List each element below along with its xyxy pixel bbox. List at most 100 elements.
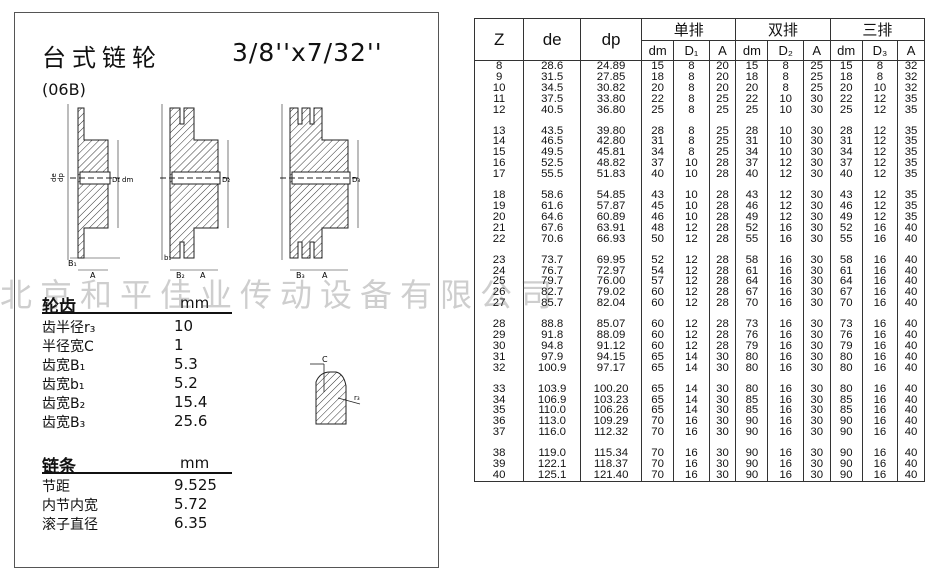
table-cell: 16 [861, 448, 899, 460]
label-de: de [50, 173, 58, 182]
table-cell: 30 [708, 469, 737, 482]
sprocket-row-value: 5.3 [174, 355, 198, 373]
table-cell: 10 [673, 189, 710, 201]
table-cell: 80 [735, 383, 769, 395]
title-size: 3/8''x7/32'' [232, 38, 383, 67]
table-cell: 66.93 [580, 233, 643, 245]
table-cell: 80 [829, 362, 863, 374]
chain-divider [42, 472, 232, 474]
table-cell: 30 [802, 469, 831, 482]
table-cell: 85.7 [523, 298, 582, 310]
sprocket-unit: mm [180, 294, 210, 312]
table-cell: 52 [641, 254, 675, 266]
table-cell: 16 [767, 362, 804, 374]
table-cell: 16 [767, 318, 804, 331]
table-cell: 16 [767, 222, 804, 234]
spacer-cell [767, 115, 804, 126]
chain-unit: mm [180, 454, 210, 472]
table-cell: 8 [673, 104, 710, 116]
table-cell: 40 [897, 298, 925, 310]
table-cell: 12 [673, 340, 710, 352]
table-cell: 25 [708, 93, 737, 105]
spacer-cell [767, 244, 804, 255]
spacer-cell [897, 309, 925, 320]
table-cell: 40 [897, 265, 925, 277]
table-cell: 40 [897, 222, 925, 234]
table-cell: 16 [767, 254, 804, 266]
table-cell: 12 [673, 276, 710, 288]
table-cell: 16 [767, 416, 804, 428]
label-b3: B₃ [296, 271, 305, 280]
table-cell: 40 [735, 169, 769, 181]
table-cell: 32 [897, 60, 925, 72]
table-cell: 70 [735, 298, 769, 310]
label-a-triple: A [322, 271, 328, 280]
table-cell: 40 [897, 394, 925, 406]
table-cell: 16 [861, 351, 899, 363]
table-cell: 8 [673, 136, 710, 148]
label-c: C [322, 355, 328, 364]
label-b1-upper: B₁ [68, 259, 77, 268]
table-cell: 12 [673, 254, 710, 266]
sub-header: A [802, 40, 831, 61]
table-cell: 11 [474, 93, 525, 105]
spacer-cell [474, 115, 525, 126]
table-cell: 25 [735, 104, 769, 116]
table-cell: 70 [641, 469, 675, 482]
table-cell: 28 [708, 169, 737, 181]
table-cell: 26 [474, 287, 525, 299]
single-sprocket-section [67, 104, 120, 271]
table-cell: 14 [474, 136, 525, 148]
table-cell: 14 [673, 405, 710, 417]
table-cell: 8 [673, 93, 710, 105]
table-cell: 16 [861, 416, 899, 428]
sprocket-row-label: 半径宽C [42, 339, 94, 355]
table-cell: 16 [861, 394, 899, 406]
chain-row-label: 内节内宽 [42, 498, 98, 514]
table-cell: 116.0 [523, 427, 582, 439]
label-b2: B₂ [176, 271, 185, 280]
table-cell: 8 [767, 71, 804, 83]
table-cell: 23 [474, 254, 525, 266]
table-cell: 8 [673, 125, 710, 137]
table-cell: 29 [474, 329, 525, 341]
chain-row-value: 9.525 [174, 476, 217, 494]
spacer-cell [861, 373, 899, 384]
table-cell: 14 [673, 351, 710, 363]
table-cell: 8 [861, 60, 899, 72]
table-cell: 8 [861, 71, 899, 83]
table-cell: 16 [861, 405, 899, 417]
double-sprocket-section [160, 104, 230, 271]
table-cell: 125.1 [523, 469, 582, 482]
table-cell: 14 [673, 383, 710, 395]
table-cell: 40 [897, 233, 925, 245]
table-cell: 30 [802, 254, 831, 266]
col-header-triple: 三排 [829, 18, 925, 41]
table-cell: 121.40 [580, 469, 643, 482]
table-cell: 35 [897, 93, 925, 105]
table-cell: 40 [897, 383, 925, 395]
table-cell: 40 [897, 254, 925, 266]
table-cell: 16 [861, 222, 899, 234]
table-cell: 22 [829, 93, 863, 105]
table-cell: 8 [673, 147, 710, 159]
label-r3: r₃ [354, 394, 360, 402]
table-cell: 12 [673, 298, 710, 310]
table-cell: 35 [897, 158, 925, 170]
table-cell: 16 [767, 287, 804, 299]
table-cell: 12 [861, 200, 899, 212]
